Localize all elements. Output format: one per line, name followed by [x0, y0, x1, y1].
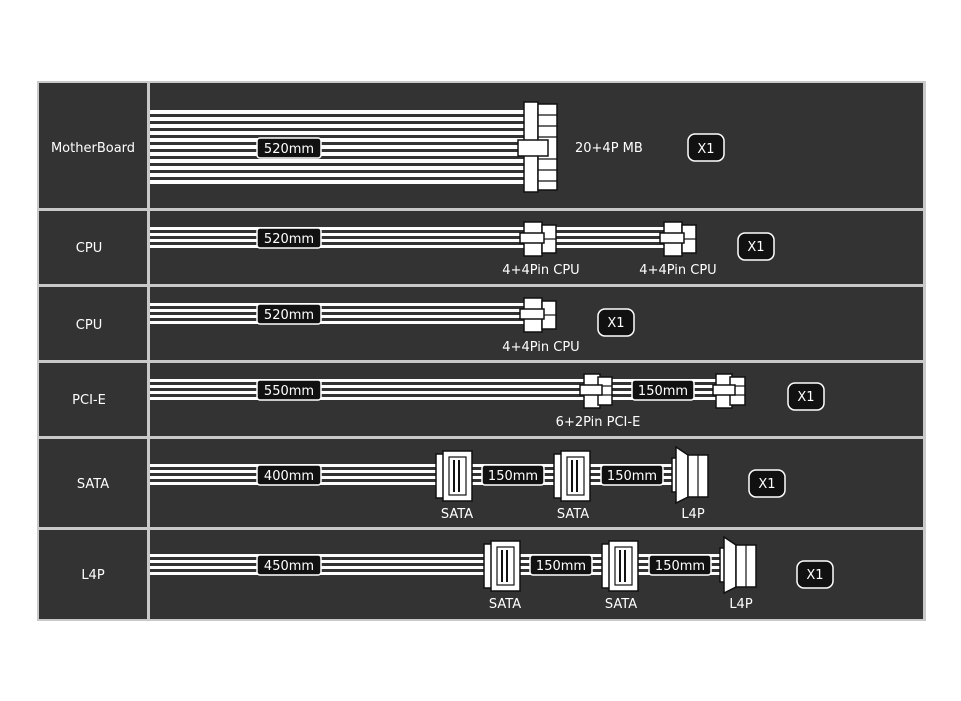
- connector-label: SATA: [557, 507, 589, 522]
- row-label: CPU: [76, 318, 102, 333]
- row-label-cell: [39, 363, 147, 436]
- connector-label: 4+4Pin CPU: [502, 263, 579, 278]
- segment-length-badge: 150mm: [600, 464, 664, 486]
- segment-length-label: 150mm: [536, 559, 586, 574]
- cable-bundle: [150, 379, 584, 400]
- pcie-connector-icon: [712, 373, 746, 409]
- length-badge: 450mm: [256, 554, 322, 576]
- row-label: SATA: [77, 477, 109, 492]
- cable-segment: [556, 227, 664, 248]
- connector-label: 4+4Pin CPU: [639, 263, 716, 278]
- quantity-label: X1: [607, 316, 624, 331]
- quantity-badge: X1: [787, 382, 825, 411]
- row-label-cell: [39, 530, 147, 619]
- segment-length-badge: 150mm: [529, 554, 593, 576]
- row-label-cell: [39, 211, 147, 284]
- quantity-label: X1: [806, 568, 823, 583]
- row-sata: SATA 400mm: [39, 439, 923, 527]
- l4p-connector-icon: [671, 445, 709, 505]
- connector-label: 4+4Pin CPU: [502, 340, 579, 355]
- row-label: CPU: [76, 241, 102, 256]
- row-label: PCI-E: [72, 393, 106, 408]
- length-label: 400mm: [264, 469, 314, 484]
- row-label: MotherBoard: [51, 141, 135, 156]
- cpu-connector-icon: [519, 297, 557, 333]
- sata-connector-icon: [435, 450, 473, 502]
- connector-label: L4P: [681, 507, 705, 522]
- quantity-label: X1: [797, 390, 814, 405]
- row-label-cell: [39, 439, 147, 527]
- quantity-badge: X1: [597, 308, 635, 337]
- mb-connector-icon: [517, 101, 558, 193]
- quantity-label: X1: [747, 240, 764, 255]
- segment-length-label: 150mm: [488, 469, 538, 484]
- row-label: L4P: [81, 568, 105, 583]
- length-badge: 520mm: [256, 303, 322, 325]
- segment-length-label: 150mm: [638, 384, 688, 399]
- row-cpu-single: CPU 520mm 4+4Pin CPU X1: [39, 287, 923, 360]
- connector-label: 20+4P MB: [575, 141, 643, 156]
- connector-label: SATA: [489, 597, 521, 612]
- cable-bundle: [150, 303, 524, 324]
- segment-length-badge: 150mm: [648, 554, 712, 576]
- row-label-cell: [39, 83, 147, 208]
- segment-length-badge: 150mm: [631, 379, 695, 401]
- sata-connector-icon: [601, 540, 639, 592]
- sata-connector-icon: [483, 540, 521, 592]
- length-badge: 400mm: [256, 464, 322, 486]
- length-label: 550mm: [264, 384, 314, 399]
- segment-length-badge: 150mm: [481, 464, 545, 486]
- quantity-label: X1: [697, 142, 714, 157]
- connector-label: L4P: [729, 597, 753, 612]
- quantity-label: X1: [758, 477, 775, 492]
- segment-length-label: 150mm: [607, 469, 657, 484]
- cpu-connector-icon: [659, 221, 697, 257]
- length-label: 520mm: [264, 308, 314, 323]
- length-label: 450mm: [264, 559, 314, 574]
- cable-bundle: [150, 227, 524, 248]
- segment-length-label: 150mm: [655, 559, 705, 574]
- length-badge: 550mm: [256, 379, 322, 401]
- l4p-connector-icon: [719, 535, 757, 595]
- length-label: 520mm: [264, 232, 314, 247]
- quantity-badge: X1: [737, 232, 775, 261]
- quantity-badge: X1: [748, 469, 786, 498]
- quantity-badge: X1: [796, 560, 834, 589]
- sata-connector-icon: [553, 450, 591, 502]
- row-cpu-dual: CPU 520mm 4+4Pin CPU: [39, 211, 923, 284]
- row-motherboard: MotherBoard 520mm: [39, 83, 923, 208]
- row-label-cell: [39, 287, 147, 360]
- pcie-connector-icon: [579, 373, 613, 409]
- length-label: 520mm: [264, 142, 314, 157]
- length-badge: 520mm: [256, 137, 322, 159]
- connector-label: 6+2Pin PCI-E: [556, 415, 641, 430]
- quantity-badge: X1: [687, 133, 725, 162]
- connector-label: SATA: [441, 507, 473, 522]
- cpu-connector-icon: [519, 221, 557, 257]
- row-pcie: PCI-E 550mm: [39, 363, 923, 436]
- connector-label: SATA: [605, 597, 637, 612]
- cable-bundle: [150, 110, 524, 184]
- length-badge: 520mm: [256, 227, 322, 249]
- row-l4p: L4P 450mm: [39, 530, 923, 619]
